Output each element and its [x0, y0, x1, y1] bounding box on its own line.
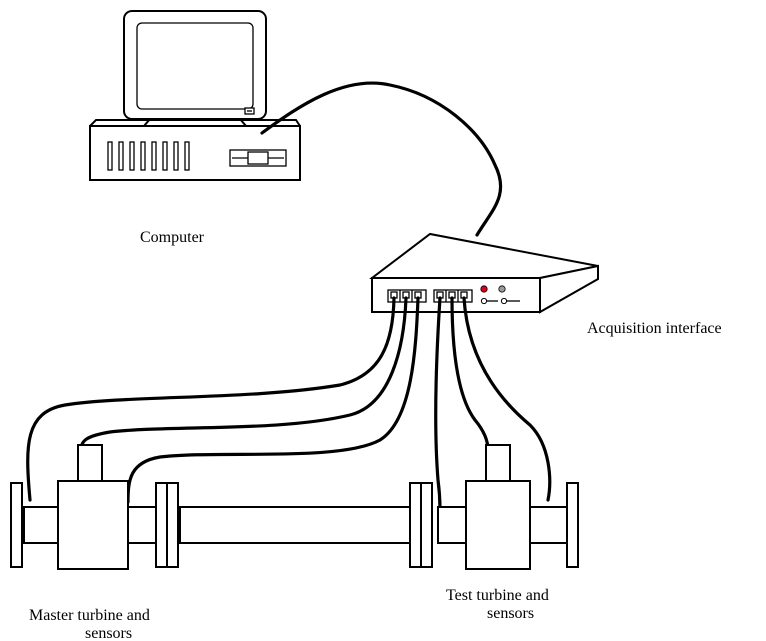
pipe-middle	[179, 506, 411, 544]
master-label-line1: Master turbine and	[29, 607, 150, 624]
computer-cable	[260, 81, 503, 237]
floppy-drive	[229, 149, 287, 167]
test-cable-1	[434, 296, 442, 512]
master-turbine-sensor	[77, 444, 103, 482]
master-turbine-body	[57, 480, 129, 570]
pipe-inlet	[23, 506, 59, 544]
master-label-line2: sensors	[85, 625, 132, 641]
flange	[166, 482, 179, 568]
flange	[155, 482, 168, 568]
pipeline	[10, 444, 579, 570]
interface-top	[369, 232, 599, 279]
desktop-case	[89, 119, 301, 181]
test-label-line2: sensors	[487, 605, 534, 622]
master-cable-1	[26, 296, 396, 502]
test-turbine-body	[465, 480, 531, 570]
flange	[420, 482, 433, 568]
monitor	[123, 10, 267, 127]
master-turbine	[57, 444, 129, 570]
sensor-cables	[26, 296, 552, 512]
test-label-line1: Test turbine and	[446, 587, 549, 604]
grey-led-icon	[498, 285, 506, 293]
master-cable-3	[126, 296, 420, 504]
computer-label: Computer	[140, 229, 205, 246]
flange	[10, 482, 23, 568]
toggle-switches	[480, 297, 520, 305]
acquisition-interface	[369, 232, 599, 314]
test-cable-2	[450, 296, 490, 452]
master-cable-2	[80, 296, 408, 452]
test-turbine-sensor	[485, 444, 511, 482]
pipe-outlet	[529, 506, 571, 544]
flange	[566, 482, 579, 568]
computer	[89, 10, 301, 181]
test-cable-3	[462, 296, 552, 502]
red-led-icon	[480, 285, 488, 293]
monitor-screen	[136, 22, 254, 110]
vent-slots	[107, 141, 190, 171]
flange	[409, 482, 422, 568]
acquisition-label: Acquisition interface	[587, 320, 722, 337]
test-turbine	[465, 444, 531, 570]
